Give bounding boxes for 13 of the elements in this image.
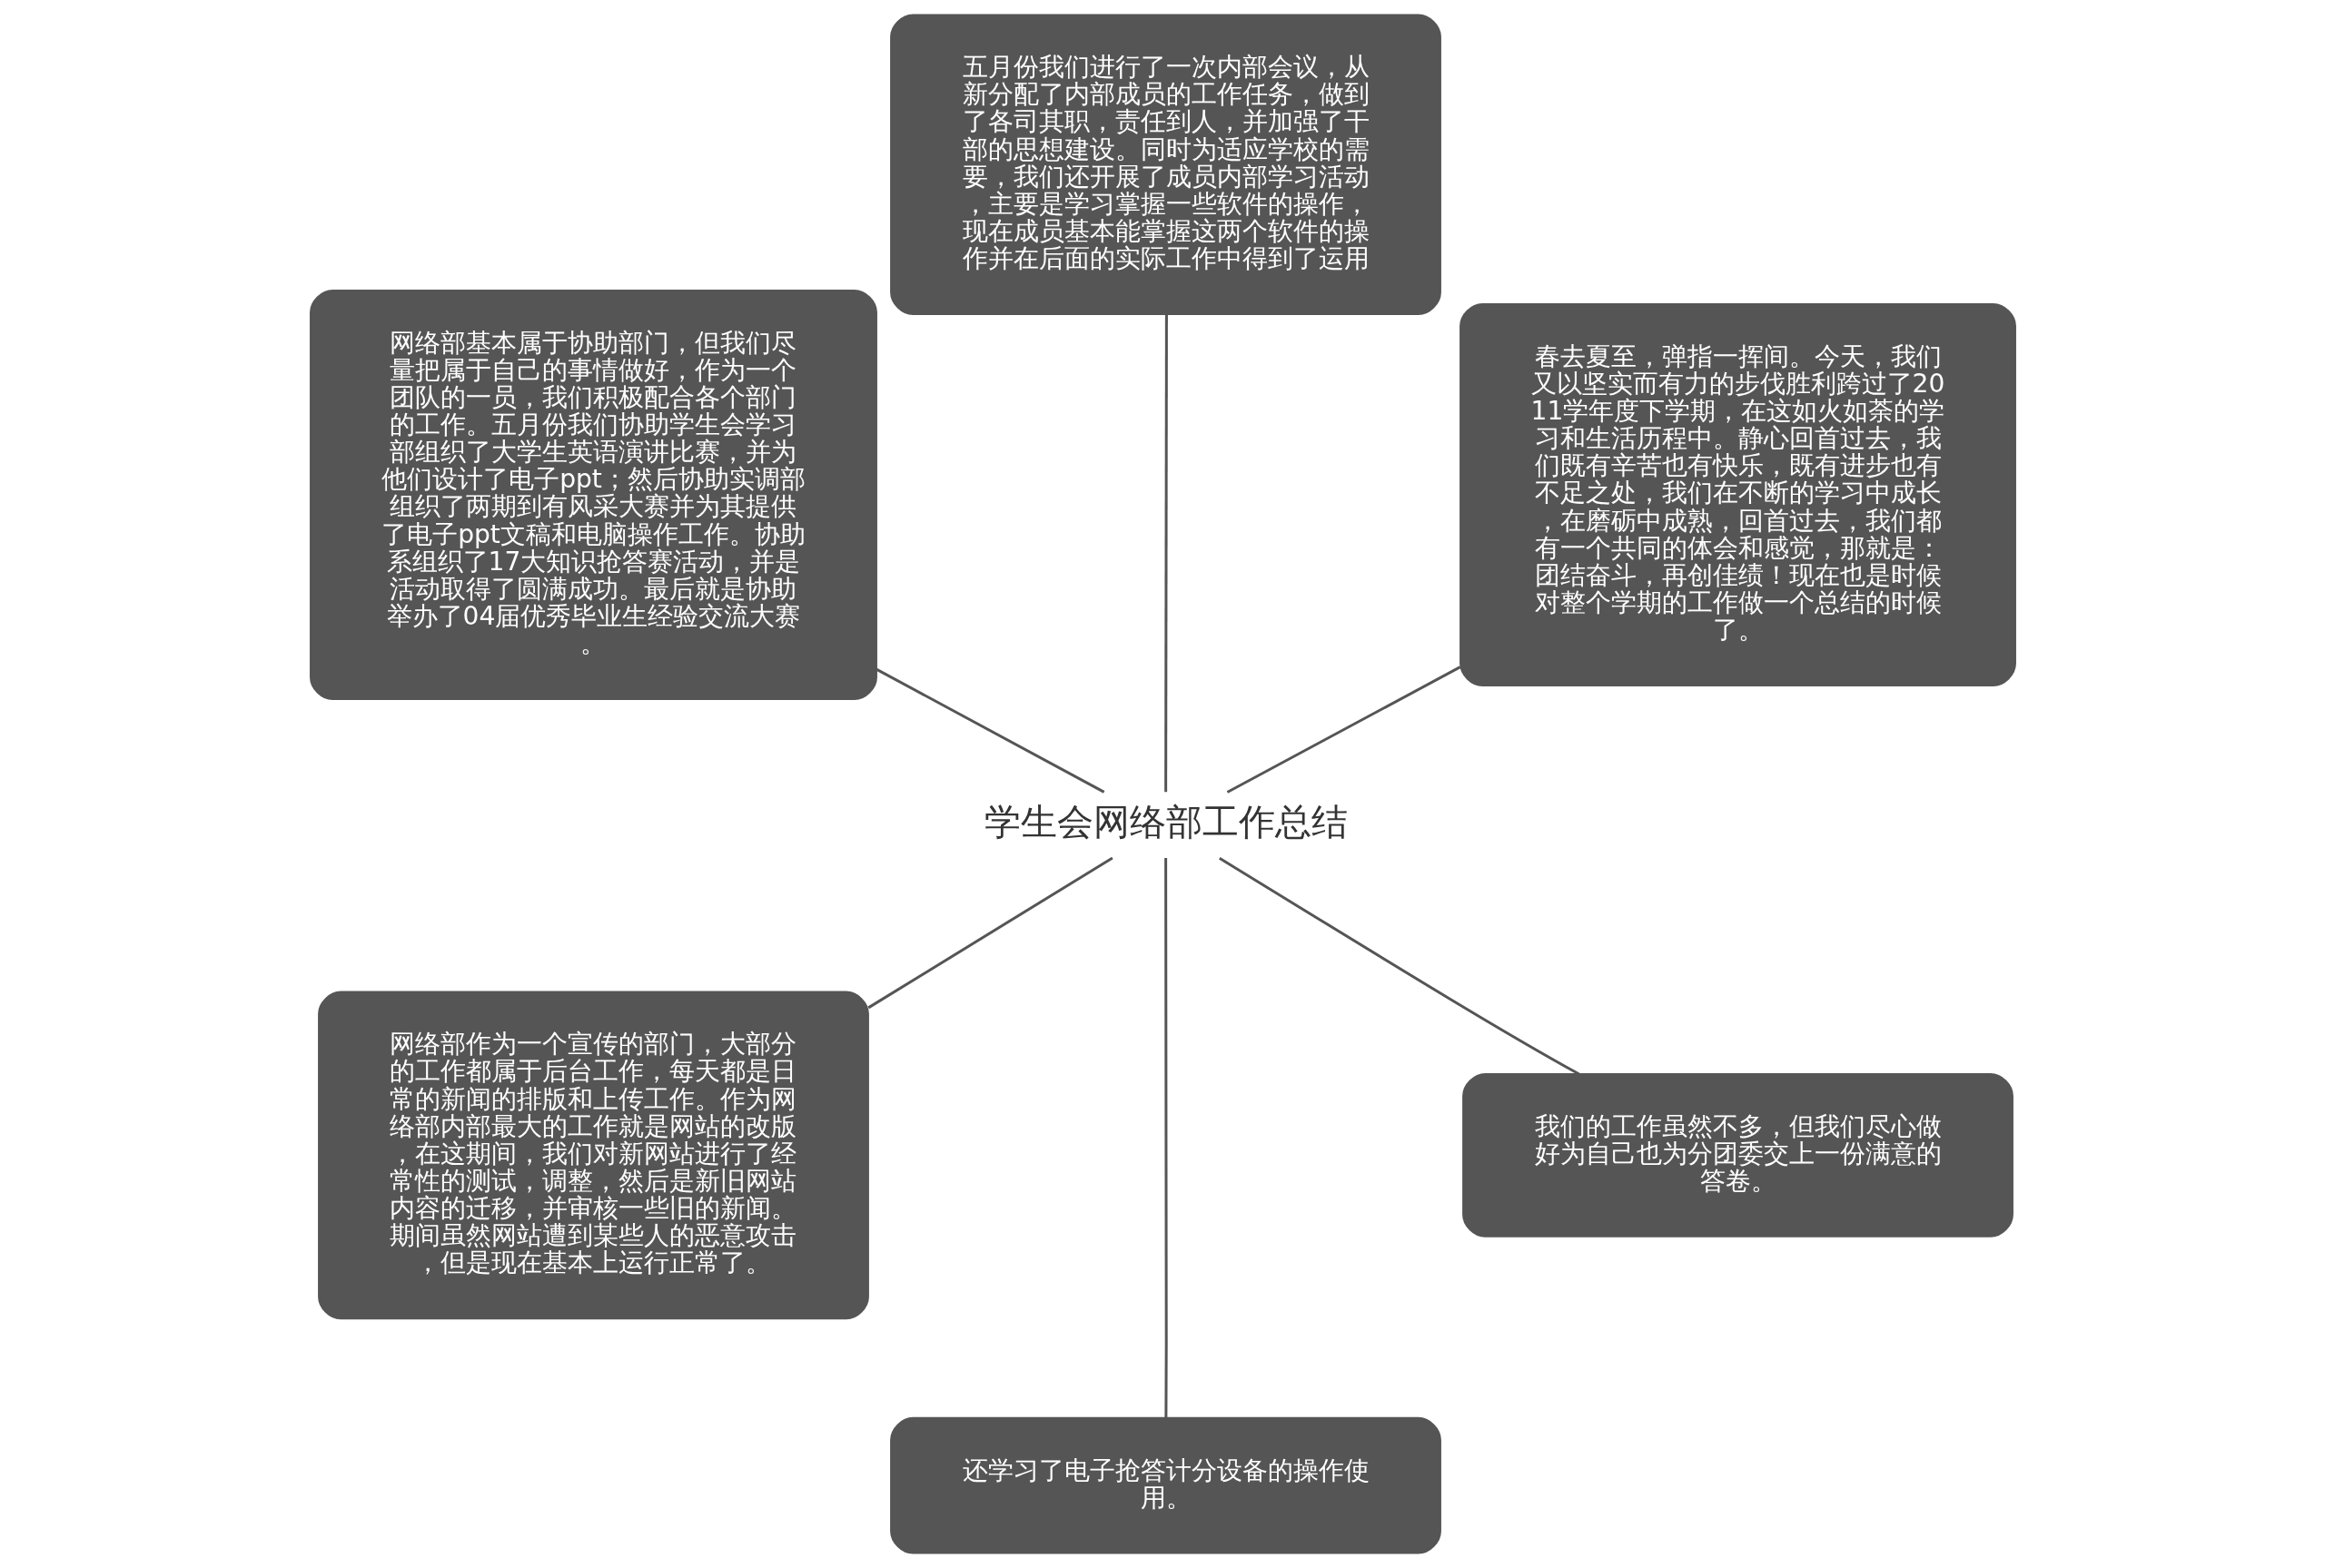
node-box: 我们的工作虽然不多，但我们尽心做好为自己也为分团委交上一份满意的答卷。 [1461,1073,2013,1238]
node-box: 网络部作为一个宣传的部门，大部分的工作都属于后台工作，每天都是日常的新闻的排版和上传工作。作为网络部内部最大的工作就是网站的改版，在这期间，我们对新网站进行了经常性的测试，调整，然后是新旧网站内容的迁移，并审核一些旧的新闻。期间虽然网站遭到某些人的恶意攻击，但是现在基本上运行正常了。 [317,991,869,1320]
connector [1163,858,1168,1418]
node-text: 学生会网络部工作总结 [984,800,1348,843]
connector [1163,314,1168,793]
node-box: 还学习了电子抢答计分设备的操作使用。 [889,1416,1441,1554]
node-box: 春去夏至，弹指一挥间。今天，我们又以坚实而有力的步伐胜利跨过了2011学年度下学期，在这如火如荼的学习和生活历程中。静心回首过去，我们既有辛苦也有快乐，既有进步也有不足之处，我们在不断的学习中成长，在磨砺中成熟，回首过去，我们都有一个共同的体会和感觉，那就是：团结奋斗，再创佳绩！现在也是时候对整个学期的工作做一个总结的时候了。 [1459,303,2016,686]
connector [1226,666,1461,794]
connector [1218,856,1579,1076]
connector [875,667,1104,794]
node-box: 网络部基本属于协助部门，但我们尽量把属于自己的事情做好，作为一个团队的一员，我们积极配合各个部门的工作。五月份我们协助学生会学习部组织了大学生英语演讲比赛，并为他们设计了电子ppt；然后协助实调部组织了两期到有风采大赛并为其提供了电子ppt文稿和电脑操作工作。协助系组织了17大知识抢答赛活动，并是活动取得了圆满成功。最后就是协助举办了04届优秀毕业生经验交流大赛。 [309,289,877,701]
connector [866,856,1113,1010]
node-box: 五月份我们进行了一次内部会议，从新分配了内部成员的工作任务，做到了各司其职，责任到人，并加强了干部的思想建设。同时为适应学校的需要，我们还开展了成员内部学习活动，主要是学习掌握一些软件的操作，现在成员基本能掌握这两个软件的操作并在后面的实际工作中得到了运用 [889,14,1441,315]
